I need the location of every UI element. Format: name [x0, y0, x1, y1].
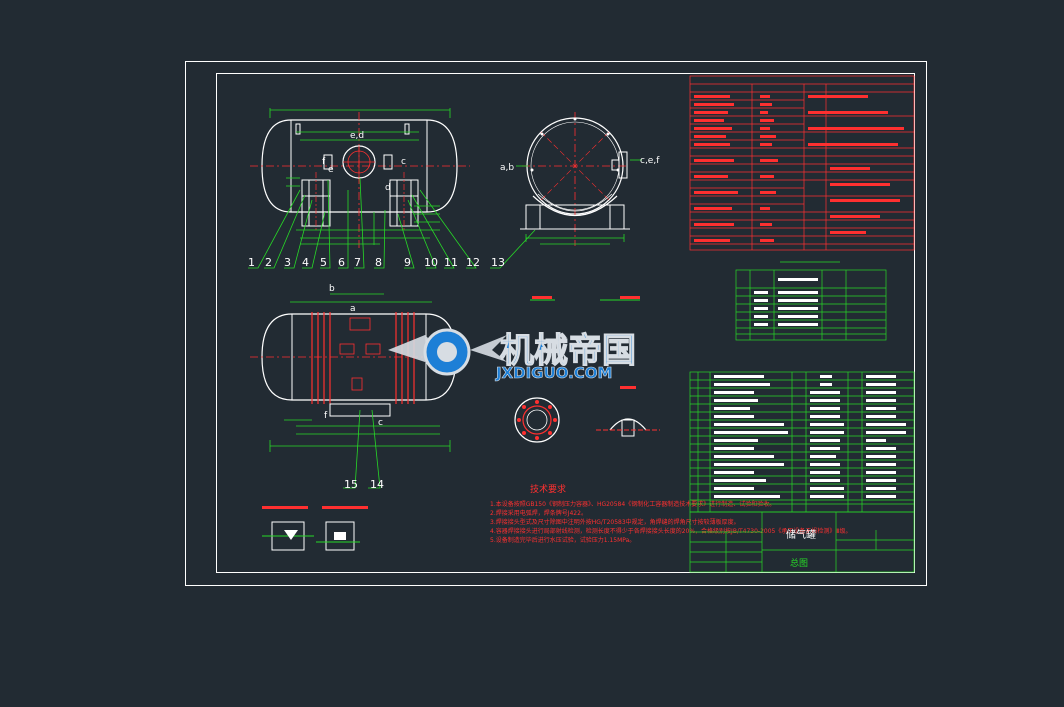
- nozzle-label-b: b: [329, 284, 335, 294]
- drawing-subtitle: 总图: [790, 557, 808, 569]
- notes-line-4: 4.容器焊接接头进行局部射线检测，检测长度不得少于各焊接接头长度的20%，合格级…: [490, 527, 851, 535]
- detail-weld-view: [596, 296, 660, 437]
- nozzle-label-e: e: [328, 165, 334, 175]
- notes-title: 技术要求: [530, 483, 566, 495]
- callout-15: 15: [344, 478, 358, 491]
- plan-view: b a f c: [250, 284, 470, 489]
- title-block: [689, 511, 915, 573]
- paper-border: [185, 61, 927, 586]
- nozzle-label-ab: a,b: [500, 163, 514, 173]
- callout-9: 9: [404, 256, 411, 269]
- callout-6: 6: [338, 256, 345, 269]
- nozzle-table: [735, 261, 887, 341]
- side-elevation-view: a,b c,e,f: [500, 112, 660, 246]
- callout-1: 1: [248, 256, 255, 269]
- technical-requirements: 技术要求 1.本设备按照GB150《钢制压力容器》、HG20584《钢制化工容器…: [490, 483, 851, 544]
- callout-7: 7: [354, 256, 361, 269]
- detail-flange-view: [514, 296, 560, 443]
- weld-detail-B: [316, 506, 368, 551]
- drawing-frame: [216, 73, 915, 573]
- nozzle-label-a: a: [350, 304, 356, 314]
- front-elevation-view: f e e,d c d: [248, 108, 536, 269]
- nozzle-label-f: f: [322, 157, 326, 167]
- nozzle-label-c: c: [401, 157, 406, 167]
- watermark-subtitle: JXDIGUO.COM: [495, 364, 612, 382]
- parts-list-fill: [714, 375, 906, 498]
- callout-8: 8: [375, 256, 382, 269]
- nozzle-label-cef: c,e,f: [640, 156, 660, 166]
- nozzle-table-fill: [754, 278, 818, 326]
- notes-line-2: 2.焊接采用电弧焊，焊条牌号J422。: [490, 509, 587, 517]
- notes-line-5: 5.设备制造完毕后进行水压试验，试验压力1.15MPa。: [490, 536, 635, 544]
- part-leaders-top: [248, 177, 536, 269]
- callout-3: 3: [284, 256, 291, 269]
- design-data-table: [689, 75, 915, 251]
- watermark-title: 机械帝国: [500, 331, 636, 371]
- callout-11: 11: [444, 256, 458, 269]
- callout-5: 5: [320, 256, 327, 269]
- notes-line-1: 1.本设备按照GB150《钢制压力容器》、HG20584《钢制化工容器制造技术要…: [490, 500, 775, 508]
- callout-13: 13: [491, 256, 505, 269]
- site-watermark-logo: 机械帝国 JXDIGUO.COM: [388, 328, 637, 382]
- callout-10: 10: [424, 256, 438, 269]
- design-data-table-fill: [694, 95, 904, 242]
- part-callouts: 1 2 3 4 5 6 7 8 9 10 11 12 13 15 14: [248, 256, 505, 491]
- notes-line-3: 3.焊接接头型式及尺寸除图中注明外按HG/T20583中规定，角焊缝的焊角尺寸按…: [490, 518, 740, 526]
- callout-12: 12: [466, 256, 480, 269]
- callout-14: 14: [370, 478, 384, 491]
- callout-2: 2: [265, 256, 272, 269]
- nozzle-label-d: d: [385, 183, 391, 193]
- callout-4: 4: [302, 256, 309, 269]
- nozzle-label-f2: f: [324, 411, 328, 421]
- drawing-name: 储气罐: [786, 528, 816, 541]
- weld-detail-A: [262, 506, 314, 551]
- nozzle-label-c2: c: [378, 418, 383, 428]
- nozzle-label-ed: e,d: [350, 131, 364, 141]
